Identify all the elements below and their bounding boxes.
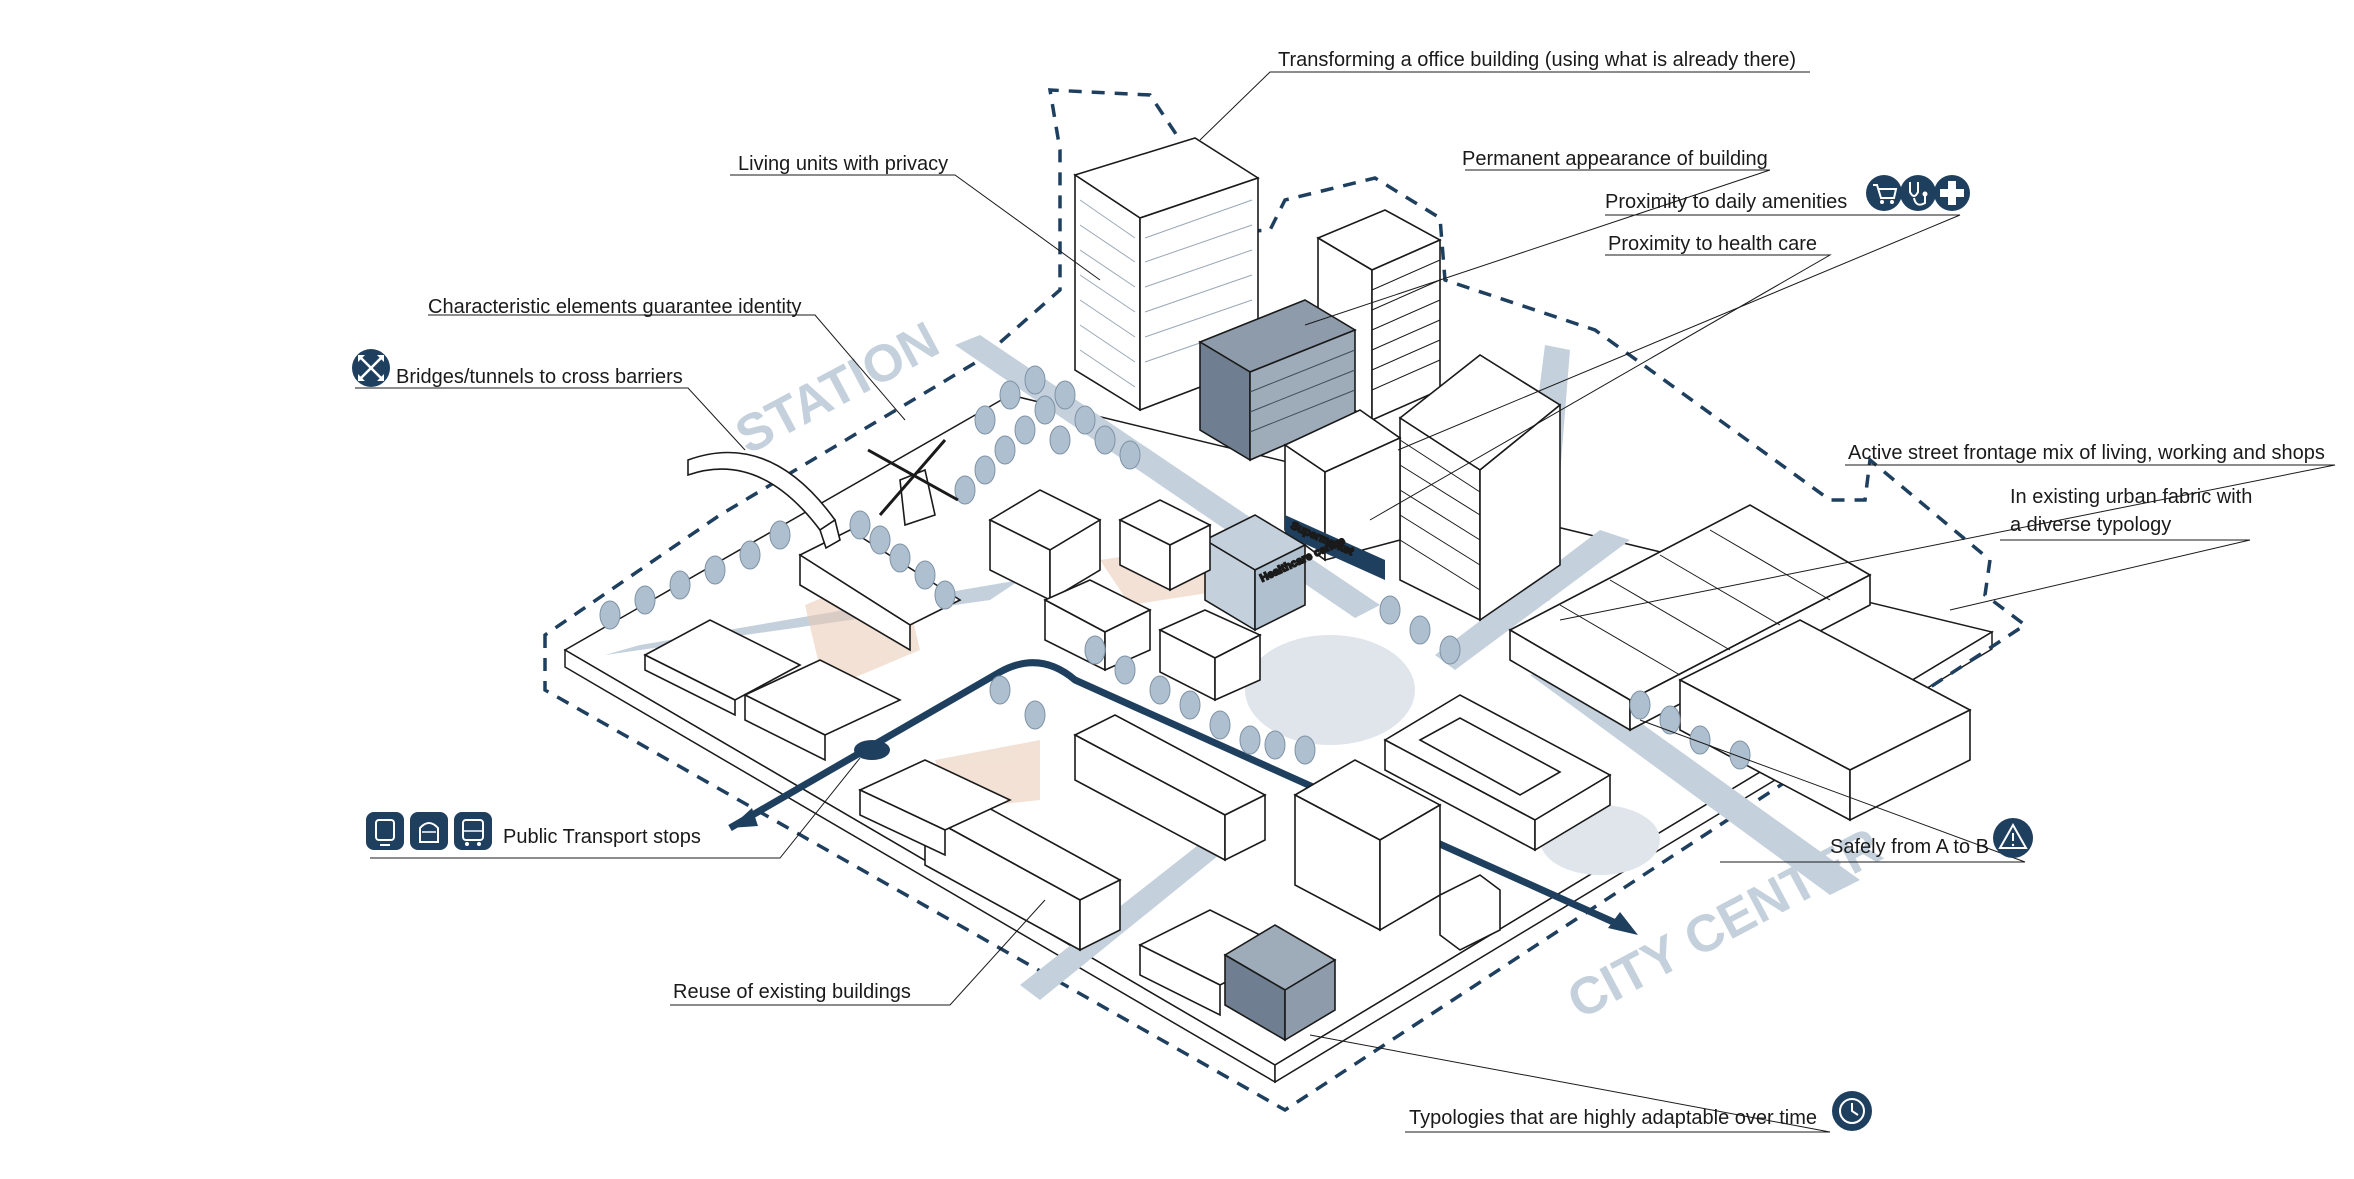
annotation-labels: Transforming a office building (using wh…: [396, 49, 2325, 1129]
rowhouses-top: [643, 529, 962, 717]
cross-icon: [1934, 175, 1970, 211]
housing-cluster-top: [988, 489, 1212, 602]
transformed-office-building: [1198, 299, 1357, 462]
annotation-adaptable: Typologies that are highly adaptable ove…: [1409, 1107, 1817, 1129]
main-route: [728, 659, 1638, 935]
annotation-transport: Public Transport stops: [503, 826, 701, 848]
trees: [599, 365, 1751, 770]
crossing-arrows-icon: [352, 349, 390, 387]
annotation-identity: Characteristic elements guarantee identi…: [428, 296, 802, 318]
supermarket-block: [1283, 409, 1402, 562]
healthcare-centre: [1203, 514, 1307, 632]
annotation-urban-fabric-line1: In existing urban fabric with: [2010, 486, 2252, 508]
tram-icon: [366, 812, 404, 850]
buildings: Supermarket Healthcare centre: [643, 137, 1972, 1042]
leader-lines: [355, 71, 2336, 1133]
adaptable-typology-building: [1223, 924, 1337, 1042]
stethoscope-icon: [1900, 175, 1936, 211]
cart-icon: [1866, 175, 1902, 211]
warehouse-right: [1678, 619, 1972, 822]
clock-icon: [1832, 1091, 1872, 1131]
flat-commercial-building: [1383, 694, 1612, 852]
annotation-office-transform: Transforming a office building (using wh…: [1278, 49, 1796, 71]
transport-stop-marker: [854, 740, 890, 760]
bus-icon: [454, 812, 492, 850]
windmill: [867, 439, 959, 527]
annotation-safely: Safely from A to B: [1830, 836, 1989, 858]
annotation-living-units: Living units with privacy: [738, 153, 948, 175]
bridge: [687, 451, 841, 550]
annotation-street-frontage: Active street frontage mix of living, wo…: [1848, 442, 2325, 464]
annotation-permanent-appearance: Permanent appearance of building: [1462, 148, 1768, 170]
annotation-daily-amenities: Proximity to daily amenities: [1605, 191, 1847, 213]
rowhouses-lower: [858, 759, 1012, 857]
warning-icon: [1993, 818, 2033, 858]
station-label: STATION: [726, 311, 948, 466]
annotation-health-care: Proximity to health care: [1608, 233, 1817, 255]
district-boundary: [543, 88, 2029, 1113]
train-icon: [410, 812, 448, 850]
long-hall-center: [1073, 714, 1267, 862]
rowhouses-mid: [743, 659, 902, 762]
annotation-reuse: Reuse of existing buildings: [673, 981, 911, 1003]
annotation-bridges: Bridges/tunnels to cross barriers: [396, 366, 683, 388]
reused-hall: [923, 794, 1122, 952]
annotation-urban-fabric-line2: a diverse typology: [2010, 514, 2171, 536]
